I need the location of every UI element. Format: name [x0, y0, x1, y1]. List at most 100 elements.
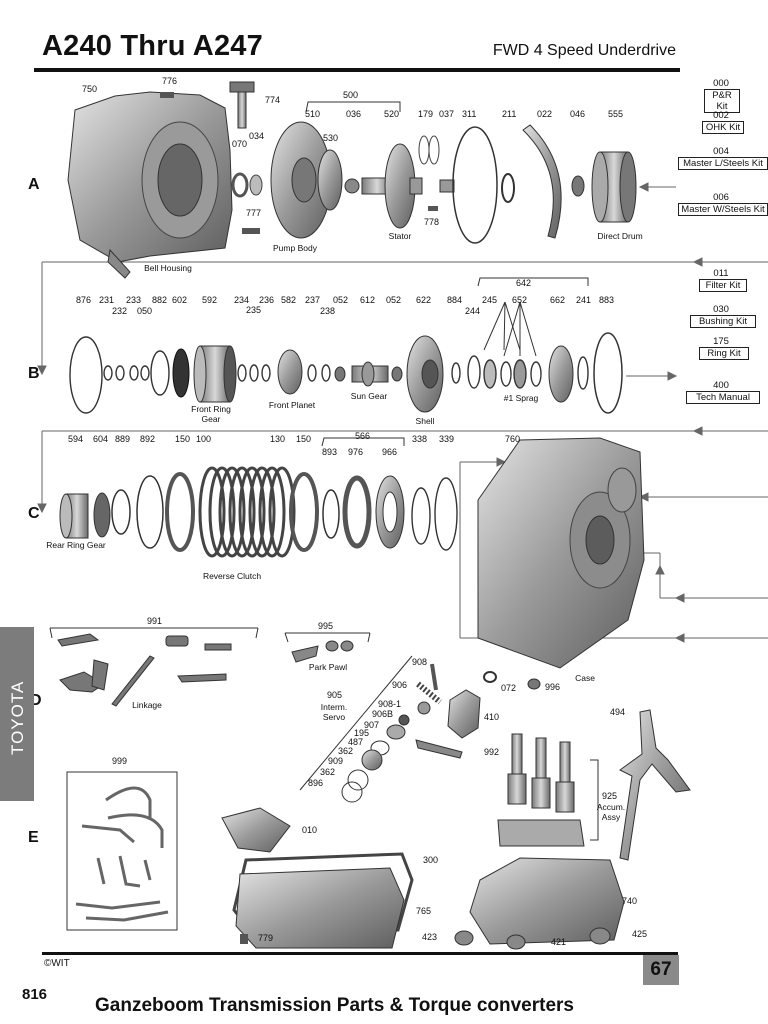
part-number: 362	[338, 746, 354, 756]
part-caption: Linkage	[132, 700, 162, 710]
part-number: 602	[172, 295, 188, 305]
kit-label-ring: Ring Kit	[699, 347, 749, 360]
part-010	[221, 807, 291, 853]
part-number: 423	[422, 932, 438, 942]
part-number: 300	[423, 855, 439, 865]
part-caption: Case	[575, 673, 595, 683]
part-caption: Reverse Clutch	[202, 571, 262, 581]
row-label-c: C	[28, 505, 40, 522]
part-number: 036	[346, 109, 362, 119]
part-number: 779	[258, 933, 274, 943]
part-number: 652	[512, 295, 528, 305]
bell-housing	[67, 91, 233, 279]
sprag-662	[548, 345, 574, 403]
transmission-case	[477, 437, 645, 669]
part-976	[342, 475, 372, 549]
kit-code: 002	[713, 110, 729, 121]
part-number: 906	[392, 680, 408, 690]
header-rule	[34, 68, 680, 72]
kit-code: 004	[713, 146, 729, 157]
part-number: 179	[418, 109, 434, 119]
page-number: 67	[643, 955, 679, 985]
bolt-776	[160, 92, 174, 98]
part-number: 740	[622, 896, 638, 906]
switch-410	[447, 689, 481, 739]
part-number: 530	[323, 133, 339, 143]
part-number: 338	[412, 434, 428, 444]
part-number: 774	[265, 95, 281, 105]
part-caption: Sun Gear	[350, 391, 388, 401]
part-number: 889	[115, 434, 131, 444]
kit-label-filter: Filter Kit	[699, 279, 747, 292]
part-number: 884	[447, 295, 463, 305]
kit-label-tech-manual: Tech Manual	[686, 391, 760, 404]
kit-label-master-lsteels: Master L/Steels Kit	[678, 157, 768, 170]
footer-rule	[42, 952, 678, 955]
kit-code: 400	[713, 380, 729, 391]
part-number: 234	[234, 295, 250, 305]
kit-code: 175	[713, 336, 729, 347]
part-caption: Rear Ring Gear	[46, 540, 106, 550]
part-number: 662	[550, 295, 566, 305]
part-number: 070	[232, 139, 248, 149]
part-number: 311	[462, 109, 477, 119]
part-number: 022	[537, 109, 553, 119]
part-number: 410	[484, 712, 500, 722]
stator	[361, 143, 423, 229]
kit-code: 006	[713, 192, 729, 203]
part-caption: Bell Housing	[144, 263, 192, 273]
reverse-clutch	[198, 466, 296, 558]
part-caption: Park Pawl	[308, 662, 348, 672]
copyright-text: ©WIT	[44, 958, 70, 969]
row-label-b: B	[28, 365, 40, 382]
kit-code: 030	[713, 304, 729, 315]
part-caption: Accum. Assy	[596, 802, 626, 822]
pump-body	[270, 121, 332, 239]
brand-label: TOYOTA	[8, 680, 27, 755]
part-number: 991	[147, 616, 163, 626]
part-number: 776	[162, 76, 178, 86]
part-number: 995	[318, 621, 334, 631]
part-number: 999	[112, 756, 128, 766]
part-number: 892	[140, 434, 156, 444]
front-ring-gear	[193, 345, 237, 403]
kit-label-pr: P&R Kit	[704, 89, 740, 113]
part-number: 992	[484, 747, 500, 757]
part-number: 883	[599, 295, 615, 305]
part-number: 235	[246, 305, 262, 315]
part-number: 612	[360, 295, 376, 305]
part-number: 909	[328, 756, 344, 766]
part-number: 362	[320, 767, 336, 777]
part-number: 905	[327, 690, 343, 700]
part-number: 604	[93, 434, 109, 444]
part-number: 150	[175, 434, 191, 444]
row-label-d: D	[30, 692, 42, 709]
part-number: 882	[152, 295, 168, 305]
part-caption: Direct Drum	[597, 231, 643, 241]
part-number: 245	[482, 295, 498, 305]
part-number: 244	[465, 306, 481, 316]
front-planet	[277, 349, 303, 395]
part-number: 906B	[372, 709, 394, 719]
part-number: 339	[439, 434, 455, 444]
part-number: 908-1	[378, 699, 402, 709]
kit-label-master-wsteels: Master W/Steels Kit	[678, 203, 768, 216]
part-number: 594	[68, 434, 84, 444]
part-number: 494	[610, 707, 626, 717]
part-caption: Front Ring Gear	[191, 404, 231, 424]
part-number: 566	[355, 431, 371, 441]
part-number: 925	[602, 791, 618, 801]
part-number: 765	[416, 906, 432, 916]
page-title: A240 Thru A247	[42, 30, 263, 62]
kit-label-bushing: Bushing Kit	[690, 315, 756, 328]
valve-body-740	[469, 857, 625, 945]
part-number: 130	[270, 434, 286, 444]
document-number: 816	[22, 986, 48, 1003]
part-number: 050	[137, 306, 153, 316]
part-number: 211	[502, 109, 517, 119]
part-number: 893	[322, 447, 338, 457]
part-caption: Pump Body	[273, 243, 317, 253]
part-caption: #1 Sprag	[503, 393, 539, 403]
sun-gear	[351, 361, 389, 387]
bolt-777	[242, 228, 260, 234]
